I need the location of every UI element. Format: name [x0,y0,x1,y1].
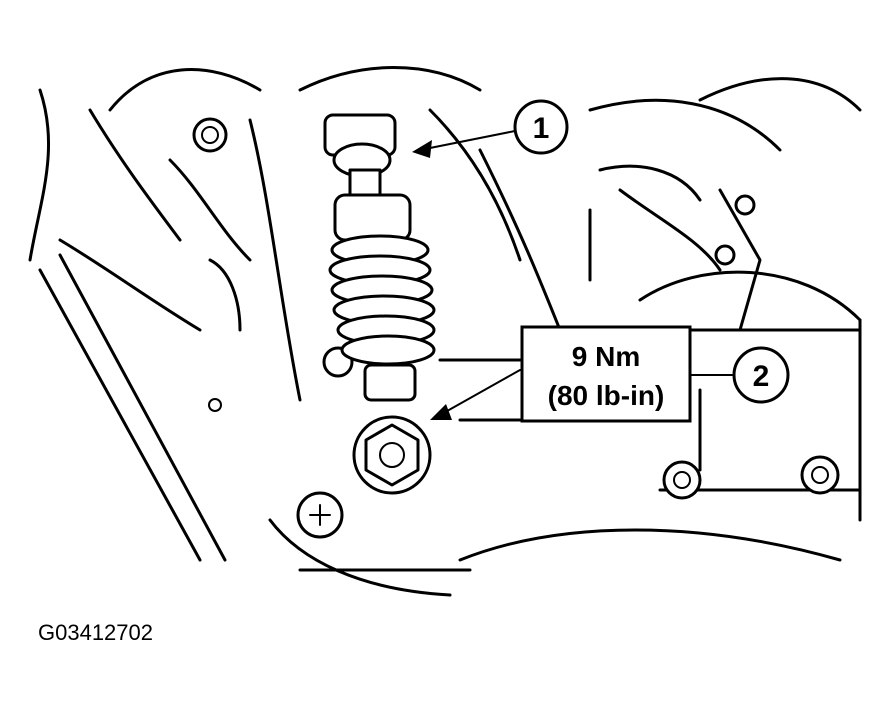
strut-assembly [323,113,436,495]
callout-2: 2 [732,346,790,404]
callout-leaders [412,129,733,420]
engine-background-outline [28,66,862,597]
torque-spec-metric: 9 Nm [572,341,640,372]
callout-1: 1 [513,99,569,155]
arrowhead-1 [412,140,432,158]
torque-spec-imperial: (80 lb-in) [548,380,665,411]
callout-1-label: 1 [533,112,550,145]
callout-2-label: 2 [753,360,770,393]
figure-id: G03412702 [38,620,153,645]
torque-spec-box: 9 Nm (80 lb-in) [520,325,692,423]
arrowhead-torque [430,404,452,420]
